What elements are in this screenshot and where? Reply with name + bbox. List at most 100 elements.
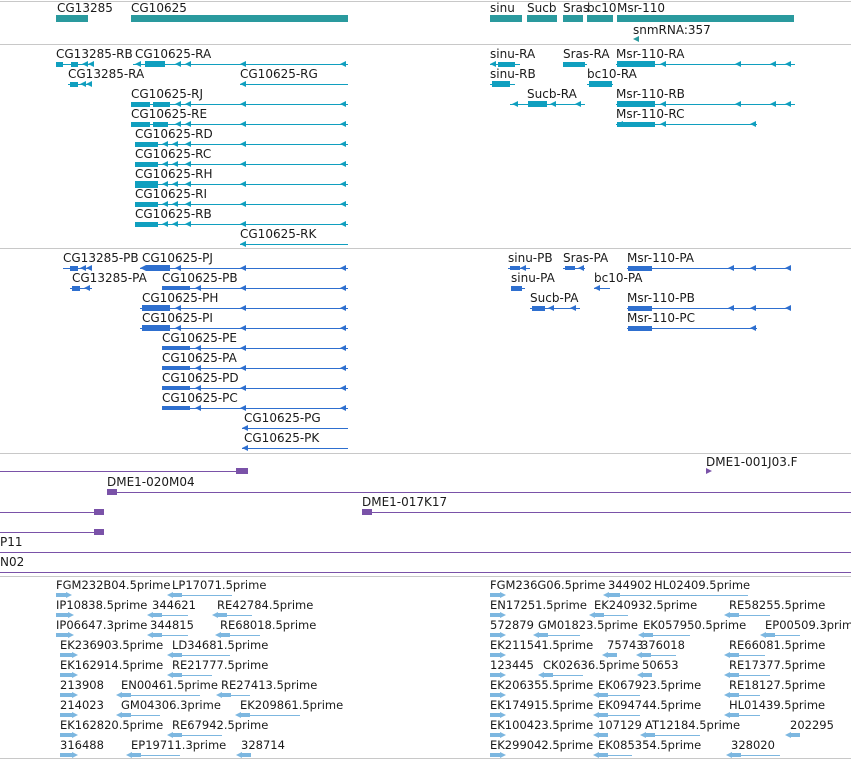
transcript-exon[interactable] xyxy=(135,221,158,227)
transcript-line[interactable] xyxy=(616,64,795,65)
est-bar[interactable] xyxy=(152,613,162,617)
est-line[interactable] xyxy=(178,735,222,736)
transcript-exon[interactable] xyxy=(131,121,150,127)
est-bar[interactable] xyxy=(172,593,182,597)
est-line[interactable] xyxy=(178,655,230,656)
est-line[interactable] xyxy=(222,615,252,616)
transcript-line[interactable] xyxy=(131,104,348,105)
est-line[interactable] xyxy=(136,755,180,756)
est-bar[interactable] xyxy=(60,733,72,737)
gene-bar[interactable] xyxy=(490,14,522,22)
transcript-line[interactable] xyxy=(616,104,795,105)
est-bar[interactable] xyxy=(56,593,66,597)
gene-bar[interactable] xyxy=(563,14,583,22)
clone-end[interactable] xyxy=(94,529,104,535)
transcript-exon[interactable] xyxy=(617,121,655,127)
est-line[interactable] xyxy=(647,655,676,656)
gene-bar[interactable] xyxy=(617,14,794,22)
protein-exon[interactable] xyxy=(628,305,652,311)
transcript-exon[interactable] xyxy=(498,61,515,67)
protein-exon[interactable] xyxy=(162,366,190,370)
transcript-exon[interactable] xyxy=(71,61,78,67)
est-bar[interactable] xyxy=(490,633,500,637)
transcript-exon[interactable] xyxy=(135,201,158,207)
est-line[interactable] xyxy=(598,615,628,616)
est-line[interactable] xyxy=(225,635,260,636)
est-line[interactable] xyxy=(126,715,160,716)
protein-exon[interactable] xyxy=(70,265,78,271)
protein-line[interactable] xyxy=(242,448,348,449)
est-line[interactable] xyxy=(735,615,770,616)
gene-bar[interactable] xyxy=(56,14,88,22)
protein-exon[interactable] xyxy=(162,386,190,390)
protein-line[interactable] xyxy=(70,288,92,289)
clone-line[interactable] xyxy=(0,532,100,533)
transcript-line[interactable] xyxy=(131,124,348,125)
protein-line[interactable] xyxy=(162,288,348,289)
protein-line[interactable] xyxy=(627,308,790,309)
protein-exon[interactable] xyxy=(142,305,170,311)
est-bar[interactable] xyxy=(790,733,800,737)
est-bar[interactable] xyxy=(60,693,72,697)
clone-line[interactable] xyxy=(362,512,851,513)
gene-bar[interactable] xyxy=(587,14,613,22)
transcript-line[interactable] xyxy=(240,244,348,245)
protein-exon[interactable] xyxy=(511,285,522,291)
est-line[interactable] xyxy=(548,675,583,676)
est-bar[interactable] xyxy=(490,653,500,657)
est-line[interactable] xyxy=(178,675,212,676)
est-bar[interactable] xyxy=(60,713,72,717)
est-bar[interactable] xyxy=(490,753,500,757)
est-line[interactable] xyxy=(735,695,760,696)
est-line[interactable] xyxy=(735,655,765,656)
est-line[interactable] xyxy=(602,715,640,716)
est-bar[interactable] xyxy=(729,713,739,717)
est-bar[interactable] xyxy=(490,673,500,677)
est-bar[interactable] xyxy=(729,653,739,657)
clone-end[interactable] xyxy=(94,509,104,515)
est-bar[interactable] xyxy=(643,633,653,637)
protein-line[interactable] xyxy=(162,408,348,409)
est-bar[interactable] xyxy=(490,613,500,617)
transcript-exon[interactable] xyxy=(153,101,170,107)
est-bar[interactable] xyxy=(729,693,739,697)
est-bar[interactable] xyxy=(172,673,182,677)
transcript-exon[interactable] xyxy=(617,61,655,67)
gene-bar[interactable] xyxy=(131,14,348,22)
est-line[interactable] xyxy=(158,615,188,616)
clone-line[interactable] xyxy=(0,572,851,573)
transcript-exon[interactable] xyxy=(56,61,63,67)
est-line[interactable] xyxy=(245,715,300,716)
est-line[interactable] xyxy=(650,635,690,636)
protein-line[interactable] xyxy=(162,348,348,349)
est-line[interactable] xyxy=(724,595,748,596)
est-bar[interactable] xyxy=(172,653,182,657)
protein-exon[interactable] xyxy=(162,406,190,410)
protein-line[interactable] xyxy=(627,268,790,269)
est-line[interactable] xyxy=(126,695,200,696)
protein-line[interactable] xyxy=(627,328,757,329)
clone-end[interactable] xyxy=(236,468,248,474)
transcript-line[interactable] xyxy=(510,104,585,105)
protein-exon[interactable] xyxy=(628,325,652,331)
clone-end[interactable] xyxy=(107,489,117,495)
transcript-exon[interactable] xyxy=(135,161,158,167)
est-bar[interactable] xyxy=(60,673,72,677)
protein-exon[interactable] xyxy=(628,265,652,271)
est-bar[interactable] xyxy=(608,593,620,597)
protein-line[interactable] xyxy=(594,288,610,289)
clone-line[interactable] xyxy=(0,512,100,513)
transcript-exon[interactable] xyxy=(589,81,612,87)
est-bar[interactable] xyxy=(729,613,739,617)
transcript-line[interactable] xyxy=(616,124,757,125)
protein-exon[interactable] xyxy=(510,266,520,270)
est-bar[interactable] xyxy=(598,733,608,737)
transcript-exon[interactable] xyxy=(528,101,547,107)
protein-line[interactable] xyxy=(162,388,348,389)
clone-line[interactable] xyxy=(107,492,851,493)
transcript-exon[interactable] xyxy=(70,81,78,87)
transcript-exon[interactable] xyxy=(135,180,158,188)
est-bar[interactable] xyxy=(490,733,500,737)
est-line[interactable] xyxy=(602,695,640,696)
protein-line[interactable] xyxy=(530,308,580,309)
